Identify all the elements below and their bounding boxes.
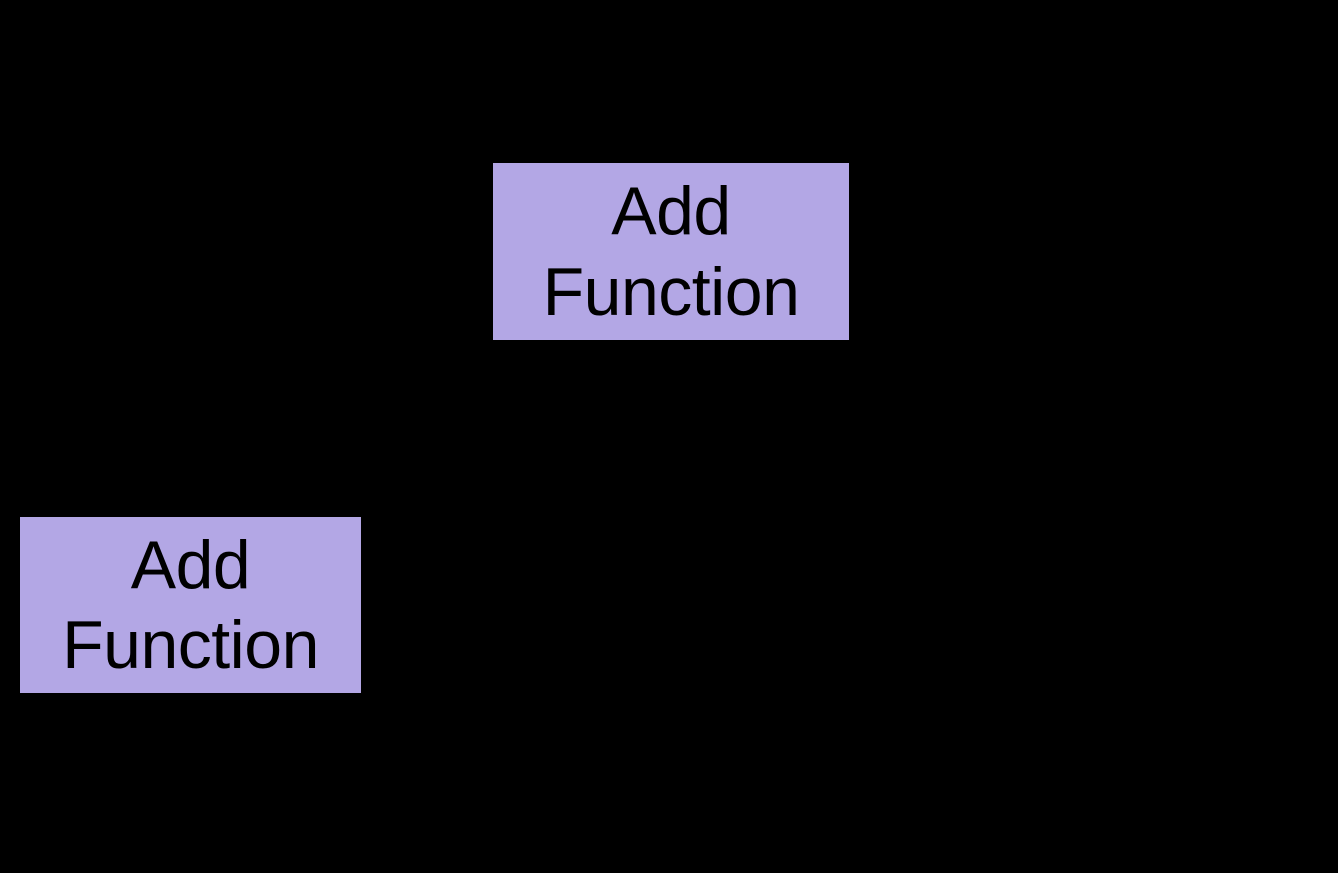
node-label-line-1: Add (130, 526, 251, 603)
node-add-function-bottom[interactable]: Add Function (20, 517, 361, 693)
node-add-function-top[interactable]: Add Function (493, 163, 849, 340)
node-label-line-1: Add (611, 173, 731, 250)
node-label-line-2: Function (542, 253, 800, 330)
node-label-line-2: Function (62, 607, 319, 683)
